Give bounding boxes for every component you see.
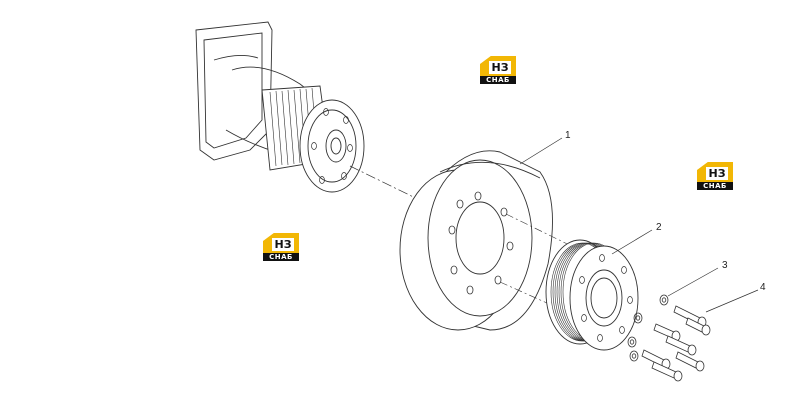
callout-2: 2 <box>656 222 662 233</box>
callout-4: 4 <box>760 282 766 293</box>
callout-1: 1 <box>565 130 571 141</box>
watermark-logo: НЗ СНАБ <box>480 56 516 84</box>
vibration-damper <box>399 150 553 331</box>
washers <box>627 294 669 362</box>
pulley <box>545 239 639 351</box>
callout-3: 3 <box>722 260 728 271</box>
watermark-logo: НЗ СНАБ <box>697 162 733 190</box>
bolts <box>641 305 711 382</box>
watermark-logo: НЗ СНАБ <box>263 233 299 261</box>
crankshaft-assembly <box>195 21 365 193</box>
